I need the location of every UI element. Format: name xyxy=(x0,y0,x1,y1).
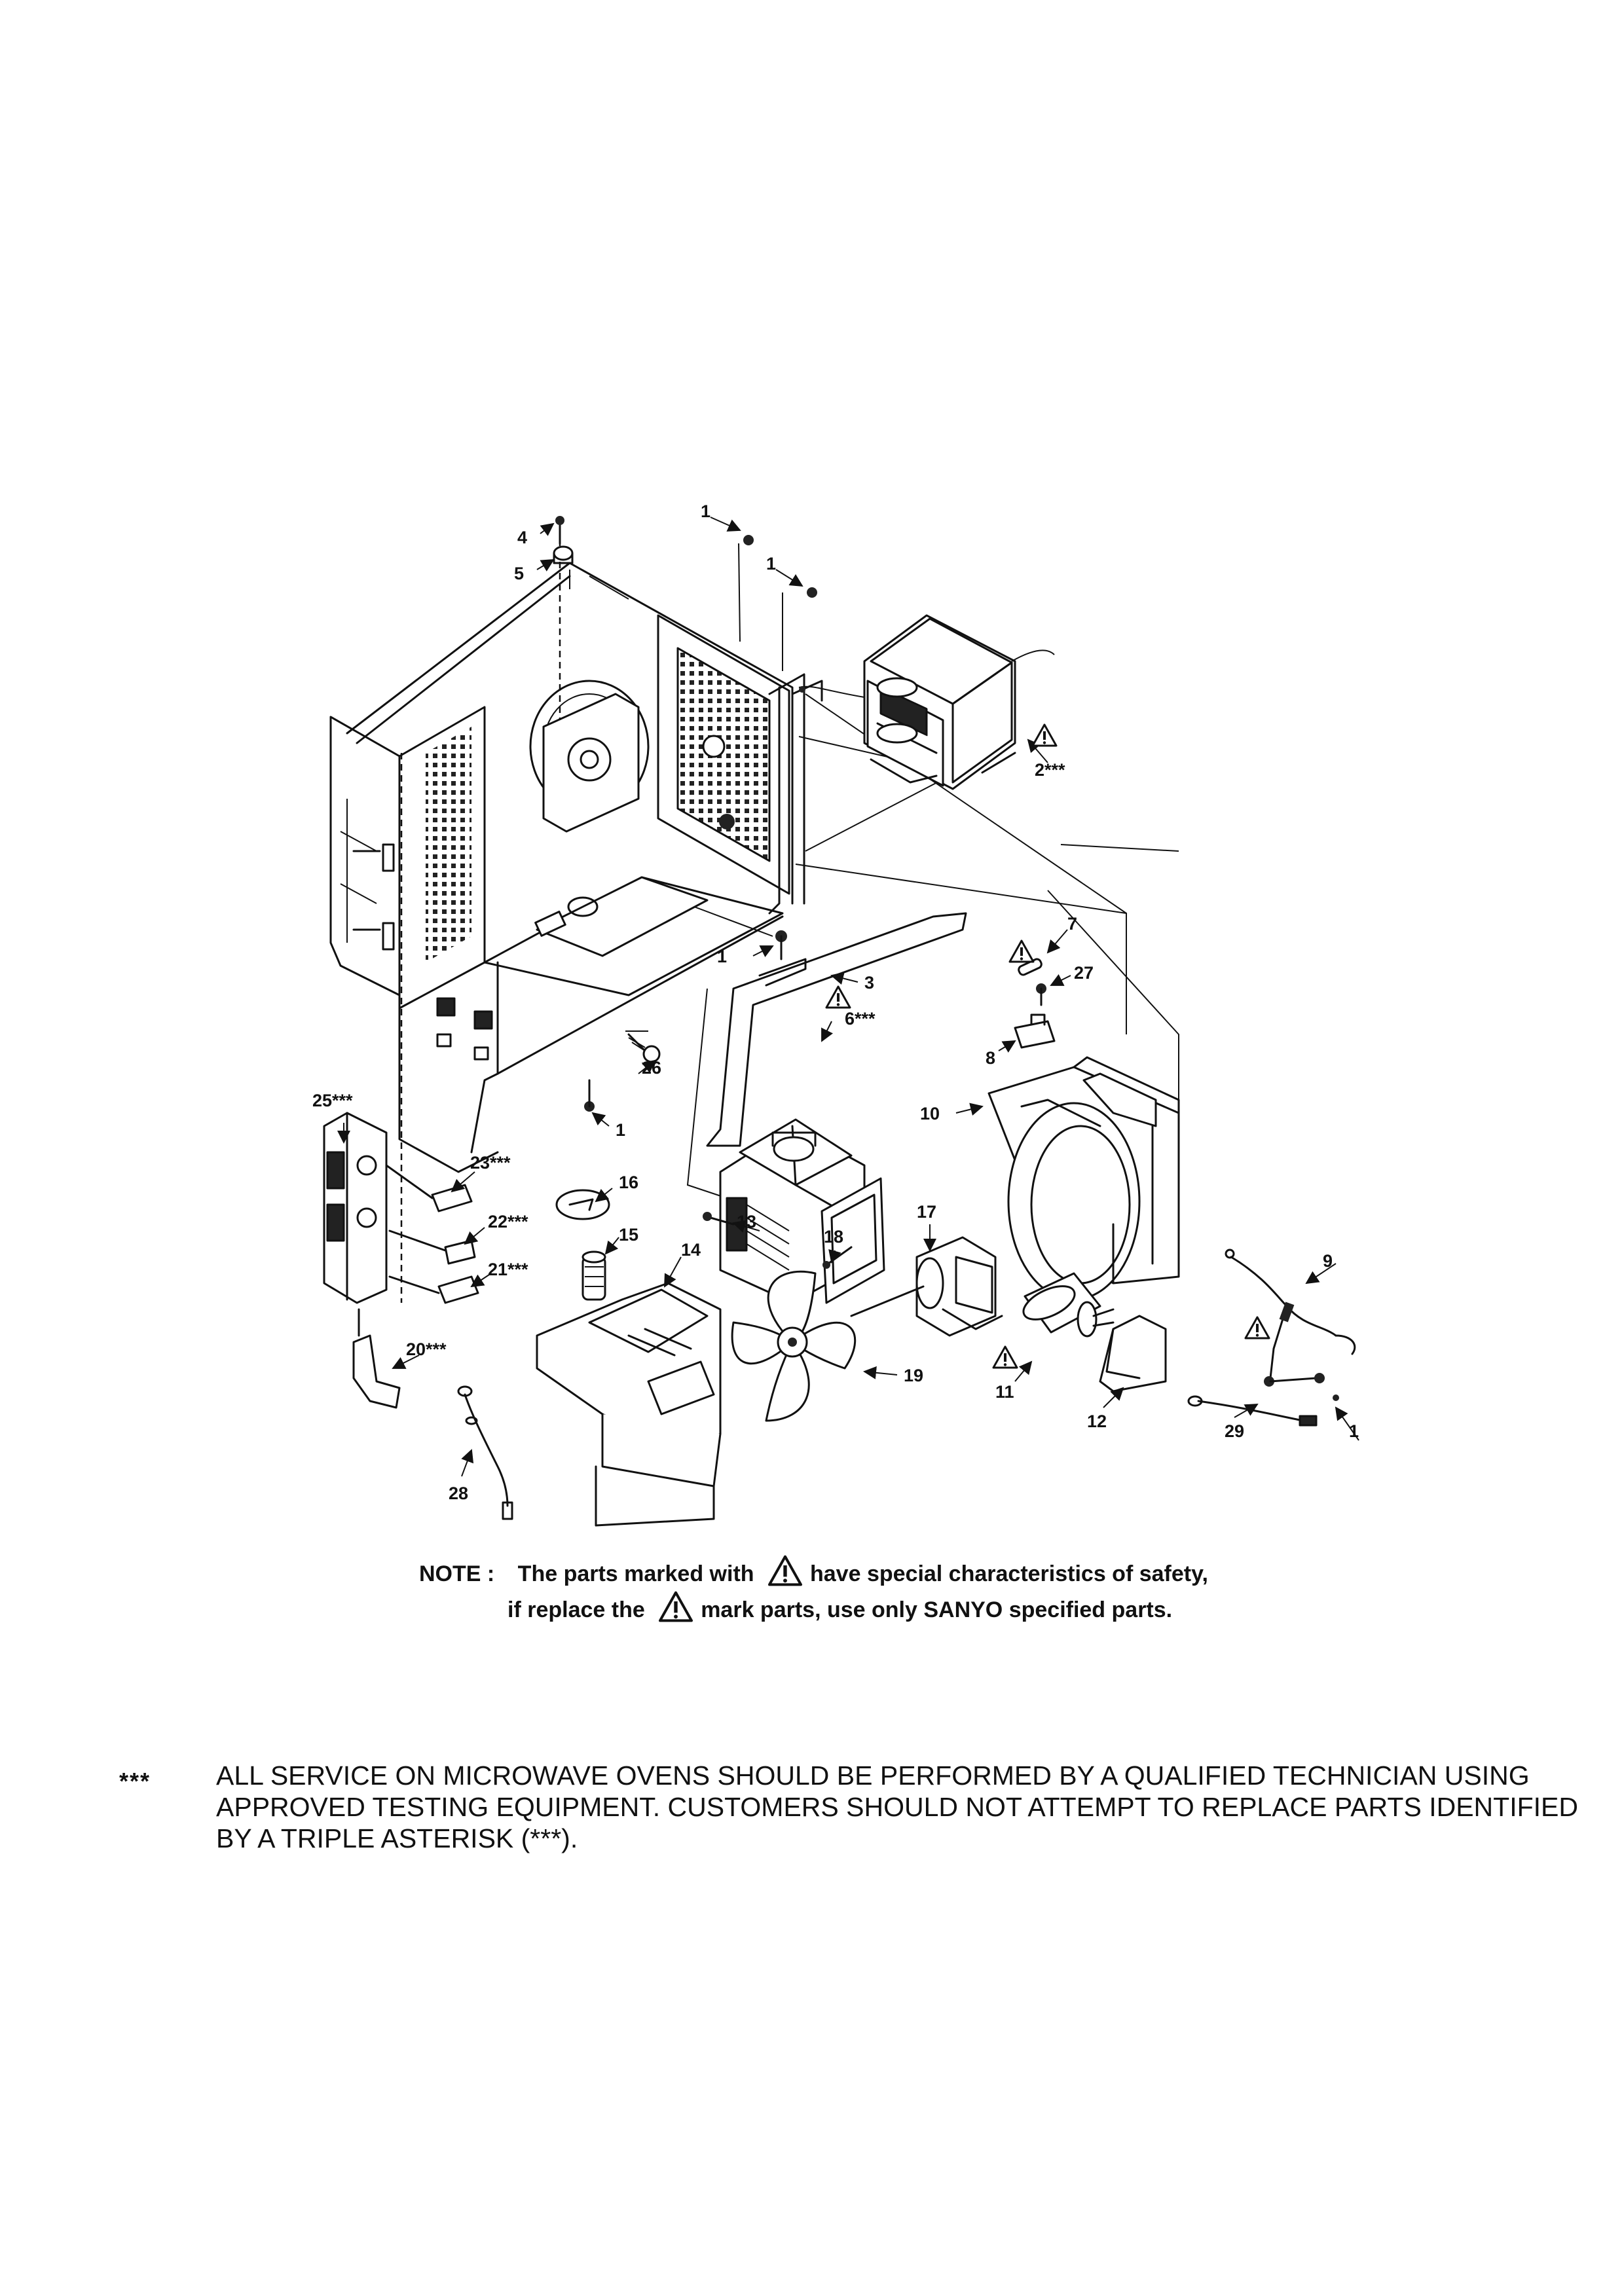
lamp-cover xyxy=(555,1189,610,1220)
callout-19: 19 xyxy=(904,1366,923,1385)
service-warning-text: ALL SERVICE ON MICROWAVE OVENS SHOULD BE… xyxy=(216,1760,1578,1853)
callout-8: 8 xyxy=(986,1048,995,1068)
warning-triangle-icon xyxy=(764,1555,806,1586)
note-text: mark parts, use only SANYO specified par… xyxy=(701,1597,1173,1622)
warning-triangle-icon xyxy=(655,1591,697,1622)
transformer xyxy=(798,614,1055,790)
callout-28: 28 xyxy=(449,1484,468,1503)
callout-6: 6*** xyxy=(845,1009,876,1029)
callout-3: 3 xyxy=(864,973,874,993)
small-hardware xyxy=(553,516,1339,1401)
door-latch-lever xyxy=(352,1308,401,1409)
bracket-part-3 xyxy=(706,912,967,1147)
callout-7: 7 xyxy=(1067,914,1077,934)
callout-17: 17 xyxy=(917,1202,936,1222)
callout-1: 1 xyxy=(1349,1421,1359,1441)
callout-27: 27 xyxy=(1074,963,1094,983)
note-label: NOTE : xyxy=(419,1561,495,1586)
note-text: The parts marked with xyxy=(517,1561,754,1586)
oven-cavity-frame xyxy=(329,562,823,1173)
callout-21: 21*** xyxy=(488,1260,528,1279)
fan-duct xyxy=(987,1056,1180,1301)
capacitor-bracket xyxy=(1099,1315,1167,1393)
wire-lead-28 xyxy=(457,1385,513,1520)
callout-1: 1 xyxy=(766,554,776,574)
callout-2: 2*** xyxy=(1035,760,1065,780)
callout-15: 15 xyxy=(619,1225,638,1245)
callout-4: 4 xyxy=(517,528,527,547)
fan-blade xyxy=(731,1270,857,1422)
safety-note-line-1: NOTE : The parts marked with have specia… xyxy=(419,1555,1208,1587)
switch-holder xyxy=(323,1112,388,1304)
callout-26: 26 xyxy=(642,1058,661,1078)
callout-20: 20*** xyxy=(406,1339,447,1359)
note-text: have special characteristics of safety, xyxy=(810,1561,1208,1586)
callout-leaders xyxy=(337,517,1359,1477)
safety-note-line-2: if replace the mark parts, use only SANY… xyxy=(507,1591,1172,1623)
callout-29: 29 xyxy=(1225,1421,1244,1441)
wire-lead-9 xyxy=(1225,1248,1356,1387)
callout-25: 25*** xyxy=(312,1091,353,1110)
callout-10: 10 xyxy=(920,1104,940,1123)
callout-1: 1 xyxy=(701,501,710,521)
callout-1: 1 xyxy=(717,947,727,966)
callout-12: 12 xyxy=(1087,1412,1107,1431)
warning-icon xyxy=(825,985,851,1009)
air-guide xyxy=(536,1282,722,1527)
lamp-socket xyxy=(581,1250,606,1301)
warning-icon xyxy=(1008,939,1035,963)
triple-asterisk-marker: *** xyxy=(119,1768,151,1795)
callout-labels: 4 5 1 1 2*** 1 3 6*** 7 27 8 10 26 1 25*… xyxy=(312,501,1359,1503)
callout-13: 13 xyxy=(737,1212,756,1231)
callout-23: 23*** xyxy=(470,1153,511,1173)
callout-18: 18 xyxy=(824,1227,843,1247)
note-text: if replace the xyxy=(507,1597,645,1622)
callout-1: 1 xyxy=(616,1120,625,1140)
switches xyxy=(385,1164,479,1304)
warning-icon xyxy=(1244,1316,1270,1339)
fan-motor xyxy=(850,1236,1003,1337)
magnetron xyxy=(719,1118,885,1304)
callout-22: 22*** xyxy=(488,1212,528,1231)
capacitor xyxy=(1022,1272,1115,1338)
warning-icon xyxy=(1031,723,1058,747)
callout-9: 9 xyxy=(1323,1251,1333,1271)
callout-16: 16 xyxy=(619,1173,638,1192)
wire-lead-29 xyxy=(1187,1395,1318,1427)
callout-14: 14 xyxy=(681,1240,701,1260)
warning-icon xyxy=(992,1345,1018,1369)
callout-5: 5 xyxy=(514,564,524,583)
callout-11: 11 xyxy=(995,1382,1014,1402)
